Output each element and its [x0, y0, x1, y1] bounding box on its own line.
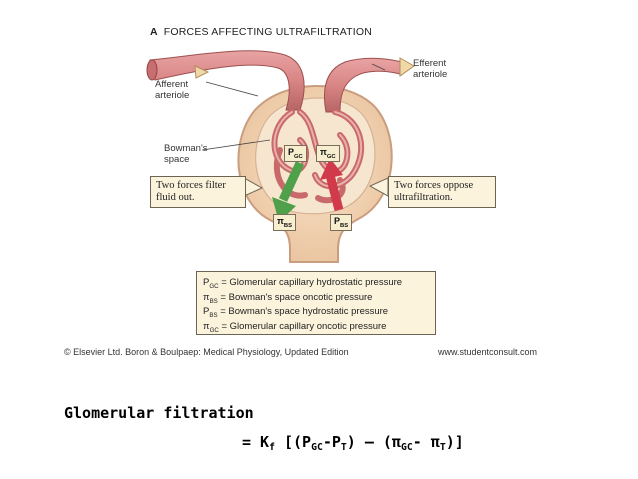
legend-row: PBS = Bowman's space hydrostatic pressur…: [203, 306, 389, 319]
credit-line: © Elsevier Ltd. Boron & Boulpaep: Medica…: [64, 347, 538, 357]
legend-row: πBS = Bowman's space oncotic pressure: [203, 291, 373, 305]
legend-row: πGC = Glomerular capillary oncotic press…: [203, 320, 387, 334]
pibs-tag: πBS: [273, 214, 297, 231]
efferent-flow-arrow: [399, 57, 415, 77]
afferent-lumen: [146, 59, 158, 81]
legend-box: PGC = Glomerular capillary hydrostatic p…: [196, 271, 436, 335]
formula-equation: = Kf [(PGC-PT) – (πGC- πT)]: [242, 433, 464, 453]
afferent-flow-arrow: [194, 65, 210, 79]
pigc-tag: πGC: [316, 145, 340, 162]
oppose-arrow: [320, 158, 344, 212]
legend-row: PGC = Glomerular capillary hydrostatic p…: [203, 277, 403, 290]
formula-label: Glomerular filtration: [64, 404, 254, 422]
pgc-tag: PGC: [284, 145, 307, 162]
credit-url: www.studentconsult.com: [438, 347, 538, 357]
pbs-tag: PBS: [330, 214, 353, 231]
